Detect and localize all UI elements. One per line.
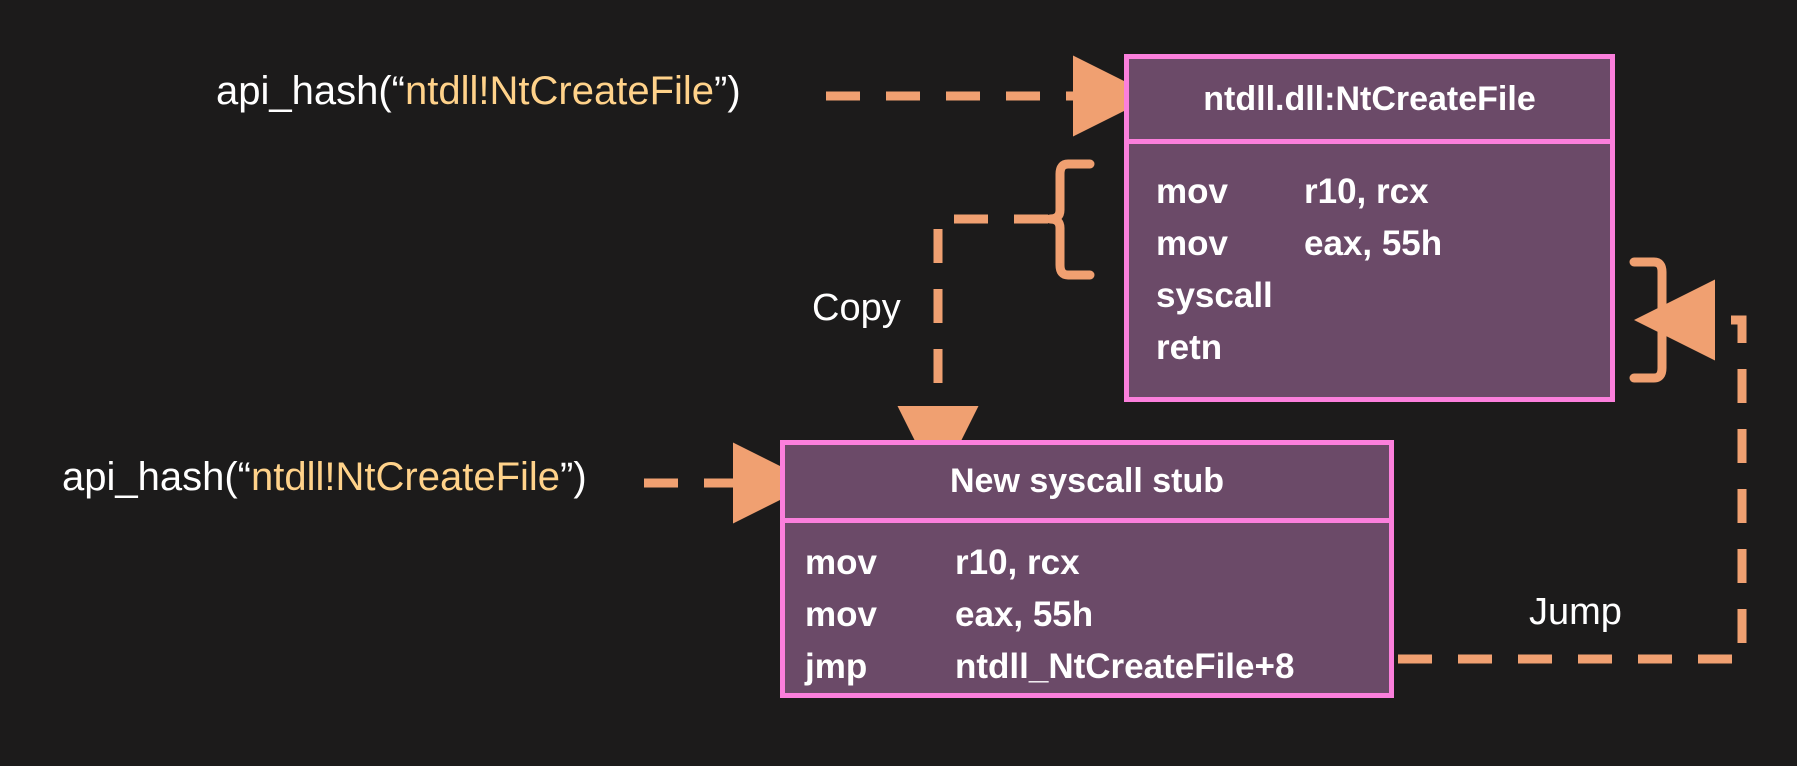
asm-mnemonic: mov xyxy=(805,595,877,634)
asm-instruction-row: jmp ntdll_NtCreateFile+8 xyxy=(805,641,1389,693)
stub-box-body: mov r10, rcx mov eax, 55h jmp ntdll_NtCr… xyxy=(785,523,1389,693)
new-syscall-stub-box: New syscall stub mov r10, rcx mov eax, 5… xyxy=(780,440,1394,698)
api-hash-prefix-top: api_hash(“ xyxy=(216,69,406,113)
asm-mnemonic: mov xyxy=(805,543,877,582)
api-hash-suffix-bottom: ”) xyxy=(560,455,587,499)
api-hash-label-bottom: api_hash(“ntdll!NtCreateFile”) xyxy=(62,457,587,497)
api-hash-suffix-top: ”) xyxy=(714,69,741,113)
api-hash-prefix-bottom: api_hash(“ xyxy=(62,455,252,499)
asm-mnemonic: mov xyxy=(1156,172,1228,211)
api-hash-symbol-top: ntdll!NtCreateFile xyxy=(405,69,715,113)
api-hash-label-top: api_hash(“ntdll!NtCreateFile”) xyxy=(216,71,741,111)
connector-copy xyxy=(897,214,1048,487)
ntdll-box-title: ntdll.dll:NtCreateFile xyxy=(1129,59,1610,144)
asm-operands: r10, rcx xyxy=(1304,172,1429,211)
ntdll-function-box: ntdll.dll:NtCreateFile mov r10, rcx mov … xyxy=(1124,54,1615,402)
brace-ntdll-copy-source xyxy=(1045,159,1095,280)
asm-mnemonic: syscall xyxy=(1156,276,1273,315)
api-hash-symbol-bottom: ntdll!NtCreateFile xyxy=(251,455,561,499)
asm-instruction-row: mov r10, rcx xyxy=(1156,166,1610,218)
asm-instruction-row: mov eax, 55h xyxy=(1156,218,1610,270)
asm-instruction-row: retn xyxy=(1156,322,1610,374)
asm-operands: eax, 55h xyxy=(955,595,1094,634)
asm-mnemonic: retn xyxy=(1156,328,1223,367)
asm-instruction-row: syscall xyxy=(1156,270,1610,322)
ntdll-box-body: mov r10, rcx mov eax, 55h syscall retn xyxy=(1129,144,1610,374)
asm-mnemonic: jmp xyxy=(805,647,868,686)
jump-connector-label: Jump xyxy=(1529,591,1622,633)
asm-instruction-row: mov eax, 55h xyxy=(805,589,1389,641)
asm-operands: r10, rcx xyxy=(955,543,1080,582)
brace-ntdll-jump-target xyxy=(1629,257,1677,383)
asm-mnemonic: mov xyxy=(1156,224,1228,263)
asm-operands: ntdll_NtCreateFile+8 xyxy=(955,647,1295,686)
asm-instruction-row: mov r10, rcx xyxy=(805,537,1389,589)
stub-box-title: New syscall stub xyxy=(785,445,1389,523)
asm-operands: eax, 55h xyxy=(1304,224,1443,263)
copy-connector-label: Copy xyxy=(812,287,901,329)
